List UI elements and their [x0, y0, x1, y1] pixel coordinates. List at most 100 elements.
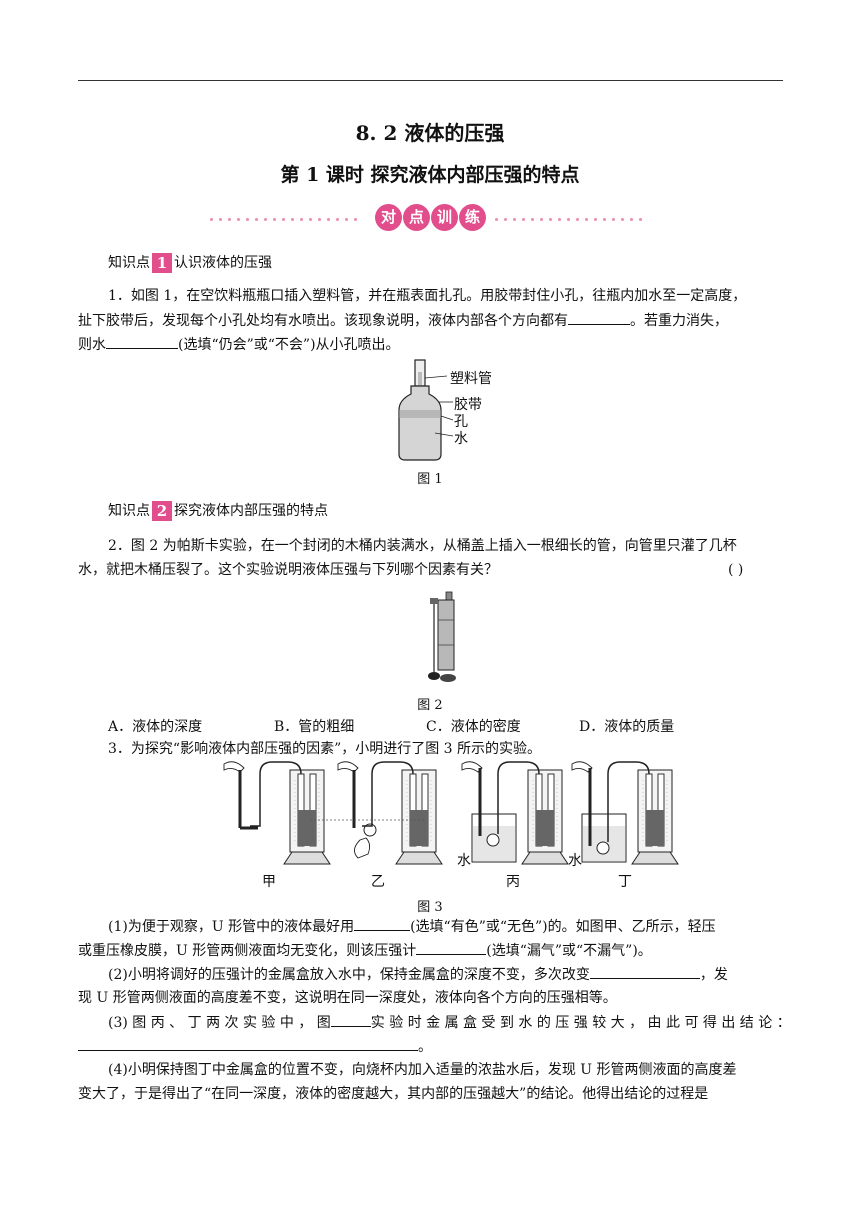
banner-dot — [504, 218, 507, 221]
fig2-caption: 图 2 — [417, 698, 443, 713]
banner-dot — [210, 218, 213, 221]
q1-line2-text: 扯下胶带后，发现每个小孔处均有水喷出。该现象说明，液体内部各个方向都有 — [78, 313, 568, 329]
q3-p4a: (4)小明保持图丁中金属盒的位置不变，向烧杯内加入适量的浓盐水后，发现 U 形管… — [108, 1062, 737, 1078]
banner-dot — [639, 218, 642, 221]
q1-line2-tail: 。若重力消失， — [630, 313, 728, 329]
fig1-label-hole: 孔 — [454, 414, 468, 430]
q1-blank-1[interactable] — [568, 308, 630, 325]
top-rule — [78, 80, 783, 81]
banner-dot — [603, 218, 606, 221]
fig3-caption: 图 3 — [417, 900, 443, 915]
banner-char: 对 — [375, 204, 402, 231]
q3-blank-1[interactable] — [354, 914, 411, 931]
lesson-title: 第 1 课时 探究液体内部压强的特点 — [280, 164, 580, 186]
section-title: 8. 2 液体的压强 — [355, 121, 505, 145]
banner-dots-right — [495, 218, 650, 221]
q3-p1-head: (1)为便于观察，U 形管中的液体最好用 — [108, 919, 355, 935]
q3-blank-5[interactable] — [78, 1034, 418, 1051]
option-b[interactable]: B．管的粗细 — [274, 719, 355, 735]
q3-intro: 3．为探究“影响液体内部压强的因素”，小明进行了图 3 所示的实验。 — [108, 741, 542, 757]
q3-part2-line2: 现 U 形管两侧液面的高度差不变，这说明在同一深度处，液体向各个方向的压强相等。 — [78, 986, 783, 1010]
q3-p2-tail: ，发 — [699, 967, 728, 983]
q3-p3-tail: 实 验 时 金 属 盒 受 到 水 的 压 强 较 大 ， 由 此 可 得 出 … — [370, 1015, 791, 1031]
figure-2-pascal-barrel — [428, 591, 456, 682]
banner-dots-left — [210, 218, 365, 221]
banner-dot — [336, 218, 339, 221]
q3-p1c: 或重压橡皮膜，U 形管两侧液面均无变化，则该压强计 — [78, 943, 417, 959]
banner-dot — [531, 218, 534, 221]
banner-char: 点 — [403, 204, 430, 231]
option-d[interactable]: D．液体的质量 — [579, 719, 675, 735]
q1-blank-2[interactable] — [106, 332, 178, 349]
question-1-line3: 则水 (选填“仍会”或“不会”)从小孔喷出。 — [78, 332, 783, 357]
q3-part4-line2: 变大了，于是得出了“在同一深度，液体的密度越大，其内部的压强越大”的结论。他得出… — [78, 1082, 783, 1106]
kp-number: 2 — [152, 501, 172, 521]
banner-char: 训 — [431, 204, 458, 231]
question-1: 1．如图 1，在空饮料瓶瓶口插入塑料管，并在瓶表面扎孔。用胶带封住小孔，往瓶内加… — [78, 284, 783, 308]
banner-dot — [273, 218, 276, 221]
fig3-label-jia: 甲 — [262, 874, 276, 890]
banner-dot — [237, 218, 240, 221]
banner-dot — [300, 218, 303, 221]
banner-dot — [219, 218, 222, 221]
q3-part3-line2: 。 — [78, 1034, 783, 1059]
kp-text: 探究液体内部压强的特点 — [174, 503, 328, 519]
fig1-label-tube: 塑料管 — [450, 371, 492, 387]
q3-part3: (3) 图 丙 、 丁 两 次 实 验 中 ， 图实 验 时 金 属 盒 受 到… — [78, 1010, 791, 1035]
q3-part1: (1)为便于观察，U 形管中的液体最好用 (选填“有色”或“无色”)的。如图甲、乙… — [78, 914, 783, 939]
q3-p1-tail: (选填“有色”或“无色”)的。如图甲、乙所示，轻压 — [410, 919, 716, 935]
banner-dot — [282, 218, 285, 221]
figure-3-pressure-gauges — [223, 761, 679, 865]
q1-line3-tail: (选填“仍会”或“不会”)从小孔喷出。 — [178, 337, 400, 353]
q1-line1: 1．如图 1，在空饮料瓶瓶口插入塑料管，并在瓶表面扎孔。用胶带封住小孔，往瓶内加… — [108, 288, 747, 304]
kp-text: 认识液体的压强 — [174, 255, 272, 271]
figure-1-bottle — [398, 359, 454, 461]
banner-dot — [228, 218, 231, 221]
q3-blank-2[interactable] — [416, 938, 487, 955]
banner-dot — [576, 218, 579, 221]
practice-banner: 对 点 训 练 — [210, 204, 650, 234]
fig1-label-tape: 胶带 — [454, 397, 482, 413]
kp-number: 1 — [152, 253, 172, 273]
banner-dot — [549, 218, 552, 221]
banner-dot — [345, 218, 348, 221]
banner-dot — [522, 218, 525, 221]
q1-line3-head: 则水 — [78, 337, 106, 353]
q3-p1d: (选填“漏气”或“不漏气”)。 — [486, 943, 652, 959]
banner-dot — [246, 218, 249, 221]
banner-dot — [327, 218, 330, 221]
question-1-line2: 扯下胶带后，发现每个小孔处均有水喷出。该现象说明，液体内部各个方向都有 。若重力消… — [78, 308, 783, 333]
q3-p2c: 现 U 形管两侧液面的高度差不变，这说明在同一深度处，液体向各个方向的压强相等。 — [78, 990, 617, 1006]
banner-dot — [495, 218, 498, 221]
option-c[interactable]: C．液体的密度 — [426, 719, 521, 735]
fig3-water-label-c: 水 — [457, 853, 471, 869]
banner-dot — [513, 218, 516, 221]
q3-p3c: 。 — [418, 1039, 432, 1055]
banner-dot — [318, 218, 321, 221]
fig1-label-water: 水 — [454, 431, 468, 447]
fig1-caption: 图 1 — [417, 472, 443, 487]
q3-blank-3[interactable] — [589, 962, 700, 979]
banner-dot — [354, 218, 357, 221]
banner-dot — [291, 218, 294, 221]
q3-part1-line2: 或重压橡皮膜，U 形管两侧液面均无变化，则该压强计 (选填“漏气”或“不漏气”)。 — [78, 938, 783, 963]
banner-dot — [558, 218, 561, 221]
banner-dot — [612, 218, 615, 221]
fig3-label-bing: 丙 — [506, 874, 520, 890]
q2-line1: 2．图 2 为帕斯卡实验，在一个封闭的木桶内装满水，从桶盖上插入一根细长的管，向… — [108, 538, 737, 554]
banner-dot — [264, 218, 267, 221]
option-a[interactable]: A．液体的深度 — [108, 719, 203, 735]
fig3-water-label-d: 水 — [568, 853, 582, 869]
q3-part2: (2)小明将调好的压强计的金属盒放入水中，保持金属盒的深度不变，多次改变，发 — [78, 962, 783, 987]
q2-answer-bracket[interactable]: ( ) — [728, 562, 744, 578]
banner-dot — [630, 218, 633, 221]
banner-dot — [585, 218, 588, 221]
question-2: 2．图 2 为帕斯卡实验，在一个封闭的木桶内装满水，从桶盖上插入一根细长的管，向… — [78, 534, 783, 558]
q3-blank-4[interactable] — [330, 1010, 371, 1027]
question-3-intro: 3．为探究“影响液体内部压强的因素”，小明进行了图 3 所示的实验。 — [78, 737, 783, 761]
question-2-line2: 水，就把木桶压裂了。这个实验说明液体压强与下列哪个因素有关？ — [78, 558, 783, 582]
fig3-label-yi: 乙 — [371, 874, 385, 890]
banner-dot — [309, 218, 312, 221]
